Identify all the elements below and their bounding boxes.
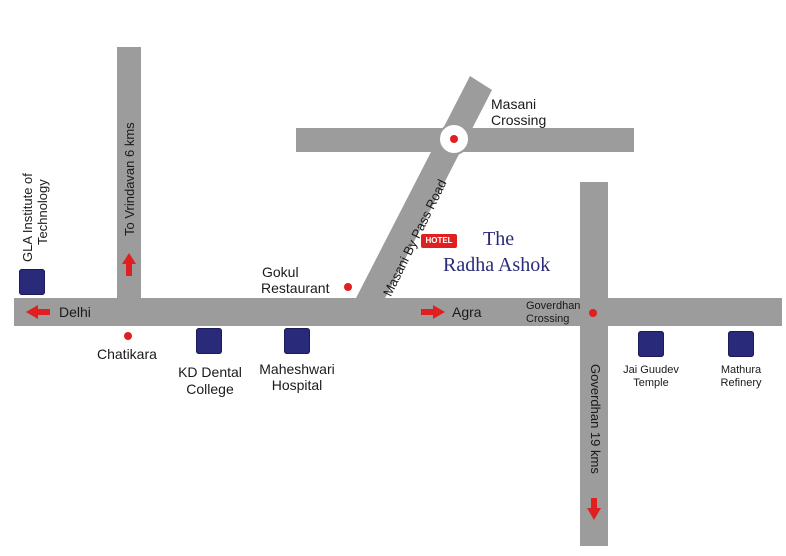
gla-landmark-icon bbox=[19, 269, 45, 295]
arrow-agra-icon bbox=[421, 305, 445, 319]
jai-guudev-landmark-icon bbox=[638, 331, 664, 357]
jai-guudev-label-line1: Jai Guudev bbox=[623, 364, 679, 376]
arrow-goverdhan-icon bbox=[587, 498, 601, 520]
delhi-label: Delhi bbox=[59, 304, 91, 320]
kd-dental-label-line2: College bbox=[186, 381, 234, 397]
gokul-label-line1: Gokul bbox=[262, 264, 299, 280]
hotel-name-line1: The bbox=[483, 228, 515, 250]
masani-crossing-label-line2: Crossing bbox=[491, 112, 547, 128]
gokul-restaurant-marker-icon bbox=[344, 283, 352, 291]
chatikara-marker-icon bbox=[124, 332, 132, 340]
main-highway bbox=[14, 298, 782, 326]
arrow-delhi-icon bbox=[26, 305, 50, 319]
goverdhan-crossing-label-line1: Goverdhan bbox=[526, 300, 581, 312]
kd-dental-landmark-icon bbox=[196, 328, 222, 354]
jai-guudev-label-line2: Temple bbox=[633, 377, 669, 389]
goverdhan-road bbox=[580, 182, 608, 546]
gla-label-line2: Technology bbox=[35, 179, 50, 245]
mathura-refinery-label-line1: Mathura bbox=[720, 364, 762, 376]
goverdhan-road-label: Goverdhan 19 kms bbox=[588, 364, 603, 474]
kd-dental-label-line1: KD Dental bbox=[178, 364, 242, 380]
gokul-label-line2: Restaurant bbox=[261, 280, 330, 296]
mathura-refinery-label-line2: Refinery bbox=[720, 377, 762, 389]
goverdhan-crossing-label-line2: Crossing bbox=[526, 313, 570, 325]
chatikara-label: Chatikara bbox=[97, 346, 157, 362]
masani-crossing-marker-icon bbox=[450, 135, 458, 143]
arrow-vrindavan-icon bbox=[122, 253, 136, 276]
hotel-name-line2: Radha Ashok bbox=[443, 254, 551, 276]
maheshwari-landmark-icon bbox=[284, 328, 310, 354]
maheshwari-label-line2: Hospital bbox=[271, 377, 323, 393]
vrindavan-road-label: To Vrindavan 6 kms bbox=[122, 122, 137, 236]
agra-label: Agra bbox=[452, 304, 482, 320]
gla-label-line1: GLA Institute of bbox=[20, 173, 35, 262]
mathura-refinery-landmark-icon bbox=[728, 331, 754, 357]
maheshwari-label-line1: Maheshwari bbox=[259, 361, 335, 377]
masani-crossing-label-line1: Masani bbox=[491, 96, 537, 112]
goverdhan-crossing-marker-icon bbox=[589, 309, 597, 317]
hotel-badge: HOTEL bbox=[421, 234, 457, 248]
